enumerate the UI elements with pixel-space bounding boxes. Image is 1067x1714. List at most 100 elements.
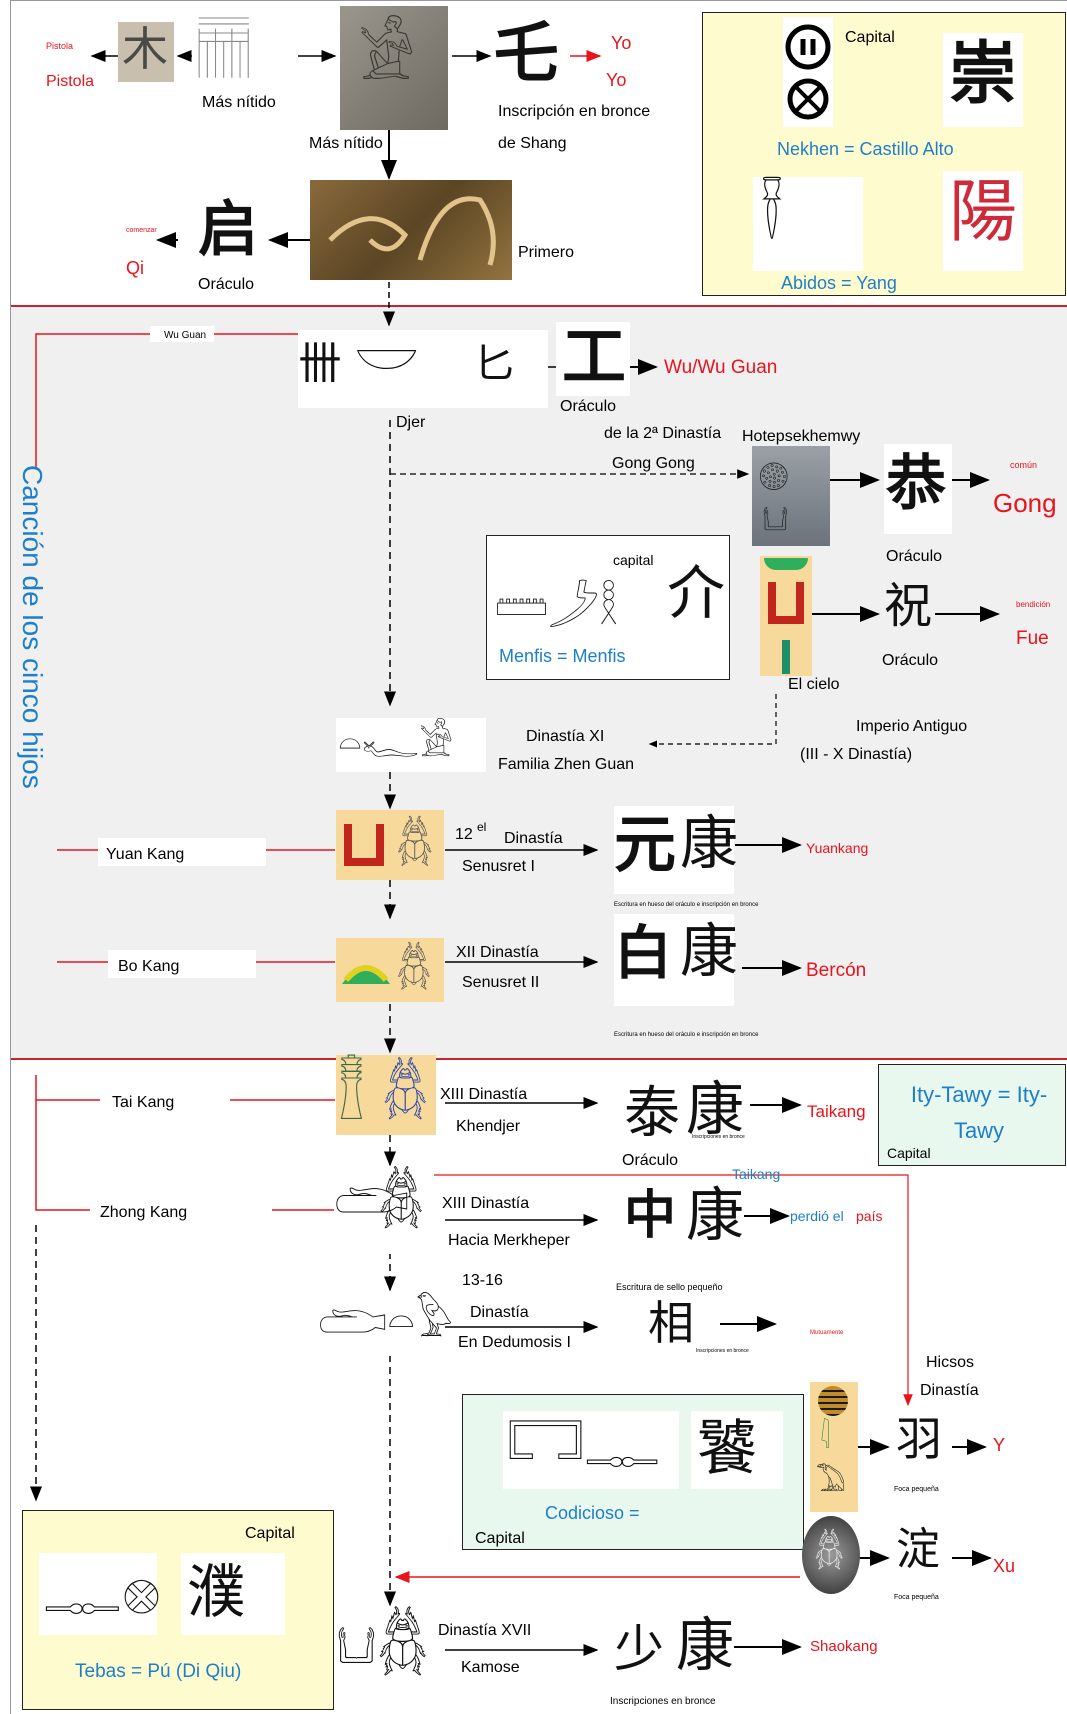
- codicioso-label: Codicioso =: [545, 1503, 640, 1523]
- section-band-2: [10, 306, 1067, 1058]
- yo-label-2: Yo: [606, 70, 627, 90]
- senusret1-cartouche: 𓆣: [336, 810, 444, 880]
- tai-glyph-icon: 泰: [624, 1081, 680, 1146]
- comun-small-label: común: [1010, 460, 1038, 470]
- shaokang-label: Shaokang: [810, 1638, 878, 1655]
- oraculo-label-top: Oráculo: [198, 276, 255, 293]
- oracle-qi-glyph-icon: 启: [198, 195, 258, 265]
- perdio-label-2: país: [856, 1208, 883, 1224]
- seal-menfis-icon: 介: [667, 559, 726, 627]
- y-label: Y: [993, 1435, 1006, 1455]
- carved-stone-image: [310, 180, 512, 280]
- clearer-glyph-image: 𓊁: [192, 14, 300, 86]
- djer-label: Djer: [396, 414, 426, 431]
- bendicion-small-label: bendición: [1016, 600, 1051, 609]
- menfis-capital-label: capital: [613, 552, 654, 568]
- xiii-dinastia-label-2: XIII Dinastía: [442, 1195, 530, 1212]
- perdio-label-1: perdió el: [790, 1208, 844, 1224]
- zhong-kang-label: Zhong Kang: [100, 1204, 188, 1221]
- primero-label: Primero: [518, 244, 575, 261]
- dinastia-xi-label: Dinastía XI: [526, 728, 605, 745]
- greedy-glyph-icon: 饕: [697, 1414, 757, 1484]
- vertical-title: Canción de los cinco hijos: [17, 465, 48, 789]
- kamose-label: Kamose: [461, 1659, 520, 1676]
- gong-label: Gong: [993, 488, 1057, 518]
- scarab-icon-2: 𓆣: [396, 945, 432, 991]
- arms-glyph-icon: 𓂓: [762, 495, 789, 539]
- divider-top: [10, 305, 1067, 307]
- seal-codicioso-image: 饕: [691, 1411, 783, 1489]
- twelfth-number: 12: [455, 826, 473, 843]
- wu-guan-label: Wu/Wu Guan: [664, 357, 778, 378]
- wu-guan-tag: [150, 326, 214, 342]
- yo-label-1: Yo: [611, 33, 632, 53]
- pillar-icon: [782, 640, 790, 674]
- hotepsekhemwy-label: Hotepsekhemwy: [742, 428, 861, 445]
- bercon-glyphs: 白 康: [614, 914, 738, 1006]
- inscripciones-small-1: Inscripciones en bronce: [692, 1134, 745, 1140]
- gong-gong-label: Gong Gong: [612, 455, 695, 472]
- hotepsekhemwy-image: 𓊗 𓂓: [752, 446, 830, 546]
- second-dynasty-label: de la 2ª Dinastía: [604, 425, 722, 442]
- fue-label: Fue: [1016, 628, 1049, 649]
- djed-pillar-icon: 𓊽: [338, 1056, 365, 1121]
- bo-glyph-icon: 白: [614, 919, 673, 987]
- nekhen-hieroglyph-image: [783, 17, 833, 127]
- khendjer-label: Khendjer: [456, 1118, 521, 1135]
- abidos-label: Abidos = Yang: [781, 273, 897, 293]
- mas-nitido-label-1: Más nítido: [202, 94, 276, 111]
- shaokang-glyphs: 少 康: [614, 1610, 734, 1696]
- bercon-label: Bercón: [806, 960, 867, 981]
- kang-glyph-icon-5: 康: [676, 1611, 735, 1679]
- codicioso-box: 𓉐𓊃 饕 Codicioso = Capital: [462, 1394, 804, 1550]
- bone-glyph-icon: ⽊: [122, 22, 168, 76]
- taikang-glyphs: 泰 康 Inscripciones en bronce: [624, 1074, 750, 1162]
- outline-glyph-icon: 𓊁: [196, 15, 252, 78]
- yang-glyph-icon: 陽: [949, 173, 1018, 252]
- wu-glyph-icon: 工: [562, 321, 626, 395]
- dedumosis-hieroglyph-icon: 𓂧𓏏𓅱: [318, 1296, 453, 1347]
- yuan-kang-label: Yuan Kang: [106, 846, 185, 863]
- kamose-glyphs: 𓂓𓆣: [336, 1606, 436, 1688]
- hyksos-cartouche: 𓇋 𓅐: [810, 1382, 858, 1512]
- hicsos-dinastia-label: Dinastía: [920, 1382, 979, 1399]
- hicsos-label: Hicsos: [926, 1354, 975, 1371]
- top-border: [10, 0, 1067, 1]
- qi-label: Qi: [126, 258, 144, 278]
- capital-box-top: Capital 崇 Nekhen = Castillo Alto 𓍋 陽 Abi…: [702, 12, 1066, 296]
- y-glyph-icon: 羽: [896, 1412, 942, 1466]
- sun-disc-icon: [818, 1386, 848, 1416]
- xu-glyph-icon: 淀: [896, 1524, 940, 1575]
- wu-guan-small-label: Wu Guan: [164, 330, 207, 341]
- carving-lines-icon: [328, 196, 496, 266]
- tai-kang-label: Tai Kang: [112, 1094, 175, 1111]
- yuankang-label: Yuankang: [806, 840, 869, 856]
- kamose-hieroglyph-icon: 𓂓𓆣: [336, 1609, 429, 1677]
- relief-glyph-icon: 𓀀: [358, 21, 416, 95]
- ity-tawy-box: Ity-Tawy = Ity-Tawy Capital: [878, 1064, 1066, 1166]
- dinastia-xi-glyphs: 𓏏𓆑𓀀: [336, 718, 486, 772]
- twelfth-sup: el: [477, 820, 487, 834]
- senusret2-cartouche: 𓆣: [336, 938, 444, 1002]
- basket-glyph-icon: 𓎟: [354, 326, 420, 399]
- range-13-16-label: 13-16: [462, 1272, 503, 1289]
- scarab-outline-icon: 𓆣: [378, 1170, 425, 1230]
- imperio-range-label: (III - X Dinastía): [800, 746, 913, 763]
- oraculo-gong-label: Oráculo: [886, 548, 943, 565]
- dinastia-12-label: Dinastía: [504, 830, 563, 847]
- senusret1-label: Senusret I: [462, 858, 535, 875]
- sunrise-icon: [342, 965, 390, 984]
- serekh-glyph-icon: 𓊗: [758, 453, 790, 499]
- pistola-small-label: Pistola: [46, 41, 74, 51]
- yuan-glyph-icon: 元: [614, 808, 677, 881]
- oracle-fue-glyph-icon: 祝: [884, 578, 933, 634]
- tebas-capital-label: Capital: [245, 1525, 295, 1542]
- khendjer-cartouche: 𓊽 𓆣: [336, 1055, 436, 1135]
- abidos-hieroglyph-image: 𓍋: [753, 177, 863, 271]
- merkheper-glyphs: 𓂧 𓆣: [334, 1170, 434, 1254]
- scarab-seal-image: 𓆣: [802, 1516, 860, 1594]
- abidos-glyph-icon: 𓍋: [759, 181, 785, 254]
- oraculo-wu-label: Oráculo: [560, 398, 617, 415]
- kang-glyph-icon-4: 康: [686, 1181, 745, 1249]
- seal-yang-image: 陽: [943, 171, 1023, 271]
